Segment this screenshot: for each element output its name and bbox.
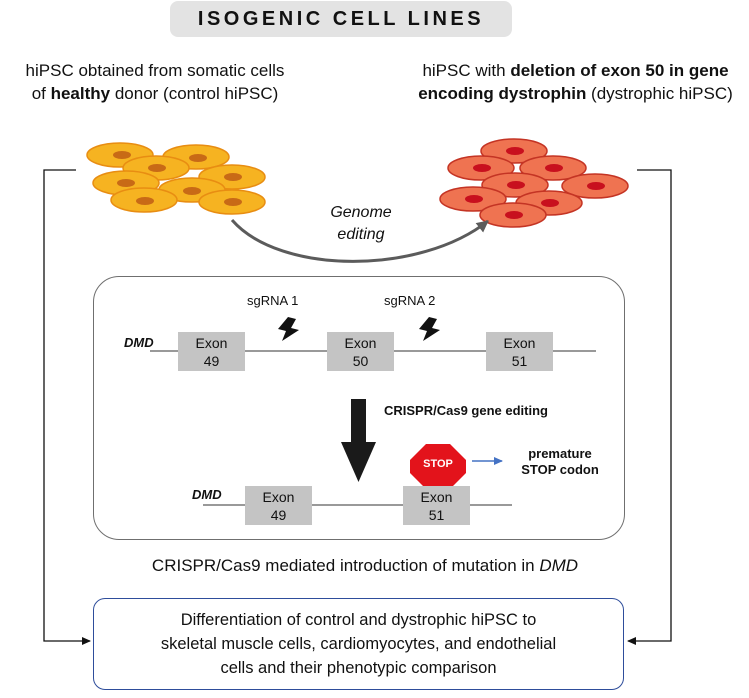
control-label-line1: hiPSC obtained from somatic cells — [25, 61, 285, 80]
diagram-title: ISOGENIC CELL LINES — [170, 1, 512, 37]
exon-49-bottom: Exon 49 — [245, 486, 312, 525]
dmd-label-bottom: DMD — [192, 487, 222, 502]
dystrophic-label-line2: encoding dystrophin (dystrophic hiPSC) — [418, 84, 733, 103]
dystrophic-cell — [447, 155, 515, 181]
dystrophic-cell — [561, 173, 629, 199]
dystrophic-cells-cluster — [439, 138, 629, 228]
exon-51-top: Exon 51 — [486, 332, 553, 371]
control-hipsc-label: hiPSC obtained from somatic cells of hea… — [0, 59, 310, 105]
premature-stop-label: premature STOP codon — [521, 446, 599, 477]
differentiation-line3: cells and their phenotypic comparison — [220, 659, 497, 677]
crispr-caption: CRISPR/Cas9 mediated introduction of mut… — [151, 556, 579, 575]
down-arrow-icon — [341, 399, 376, 482]
stop-sign-text: STOP — [423, 458, 453, 470]
lightning-bolt-icon — [278, 317, 299, 341]
genome-editing-label: Genome editing — [330, 204, 392, 243]
right-flow-arrow — [627, 169, 672, 645]
differentiation-box: Differentiation of control and dystrophi… — [93, 598, 624, 690]
dystrophic-cell — [519, 155, 587, 181]
exon-49-top: Exon 49 — [178, 332, 245, 371]
sgrna2-label: sgRNA 2 — [384, 293, 436, 308]
control-label-line2: of healthy donor (control hiPSC) — [31, 84, 279, 103]
control-cells-cluster — [86, 142, 266, 215]
genome-editing-arrow — [230, 219, 489, 263]
exon-50-top: Exon 50 — [327, 332, 394, 371]
control-cell — [110, 187, 178, 213]
left-flow-arrow — [43, 169, 91, 645]
exon-51-bottom: Exon 51 — [403, 486, 470, 525]
crispr-editing-label: CRISPR/Cas9 gene editing — [384, 403, 548, 418]
crispr-panel — [93, 276, 625, 540]
dystrophic-cell — [439, 186, 507, 212]
differentiation-line2: skeletal muscle cells, cardiomyocytes, a… — [160, 635, 557, 653]
dystrophic-cell — [479, 202, 547, 228]
differentiation-line1: Differentiation of control and dystrophi… — [180, 611, 537, 629]
dystrophic-label-line1: hiPSC with deletion of exon 50 in gene — [422, 61, 729, 80]
dmd-label-top: DMD — [124, 335, 154, 350]
dystrophic-hipsc-label: hiPSC with deletion of exon 50 in gene e… — [402, 59, 749, 105]
control-cell — [198, 189, 266, 215]
lightning-bolt-icon — [419, 317, 440, 341]
stop-sign-icon — [410, 444, 466, 489]
sgrna1-label: sgRNA 1 — [247, 293, 299, 308]
